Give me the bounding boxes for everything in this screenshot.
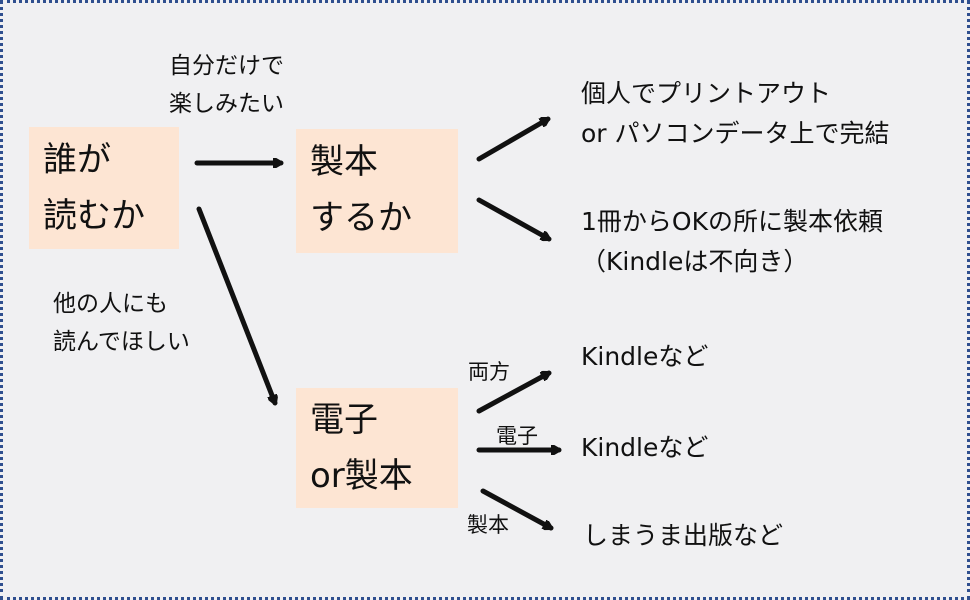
arrow-ebook-both: [476, 370, 552, 414]
outcome-order-binding: 1冊からOKの所に製本依頼 （Kindleは不向き）: [581, 202, 883, 282]
edge-label-bind: 製本: [467, 513, 509, 537]
node-bind-line-2: するか: [310, 198, 412, 238]
arrow-bind-to-print: [476, 116, 551, 162]
node-who-reads-line-1: 誰が: [43, 140, 111, 180]
node-bind: 製本 するか: [296, 129, 458, 253]
node-ebook-line-2: or製本: [310, 456, 413, 496]
outcome-print-out-line-1: 個人でプリントアウト: [581, 79, 832, 108]
outcome-order-binding-line-1: 1冊からOKの所に製本依頼: [581, 207, 883, 236]
outcome-order-binding-line-2: （Kindleは不向き）: [581, 247, 809, 276]
condition-others: 他の人にも 読んでほしい: [53, 285, 190, 361]
outcome-ebook-only: Kindleなど: [581, 433, 709, 462]
edge-label-both: 両方: [468, 360, 510, 384]
node-ebook-line-1: 電子: [310, 400, 378, 440]
node-who-reads: 誰が 読むか: [29, 127, 179, 249]
condition-self-only-line-2: 楽しみたい: [169, 91, 284, 117]
condition-self-only-line-1: 自分だけで: [169, 53, 284, 79]
node-ebook: 電子 or製本: [296, 388, 458, 508]
arrow-bind-to-order: [476, 197, 552, 242]
arrow-who-to-ebook: [196, 206, 275, 406]
node-bind-line-1: 製本: [310, 142, 378, 182]
outcome-print-out: 個人でプリントアウト or パソコンデータ上で完結: [581, 74, 890, 154]
outcome-print-out-line-2: or パソコンデータ上で完結: [581, 119, 890, 148]
edge-label-ebook: 電子: [496, 424, 538, 448]
outcome-both: Kindleなど: [581, 342, 709, 371]
node-who-reads-line-2: 読むか: [43, 196, 145, 236]
arrow-ebook-bind: [480, 488, 554, 531]
condition-self-only: 自分だけで 楽しみたい: [169, 47, 284, 123]
condition-others-line-1: 他の人にも: [53, 291, 168, 317]
outcome-bind-only: しまうま出版など: [583, 521, 784, 550]
condition-others-line-2: 読んでほしい: [53, 329, 190, 355]
arrows-layer: [194, 116, 562, 531]
